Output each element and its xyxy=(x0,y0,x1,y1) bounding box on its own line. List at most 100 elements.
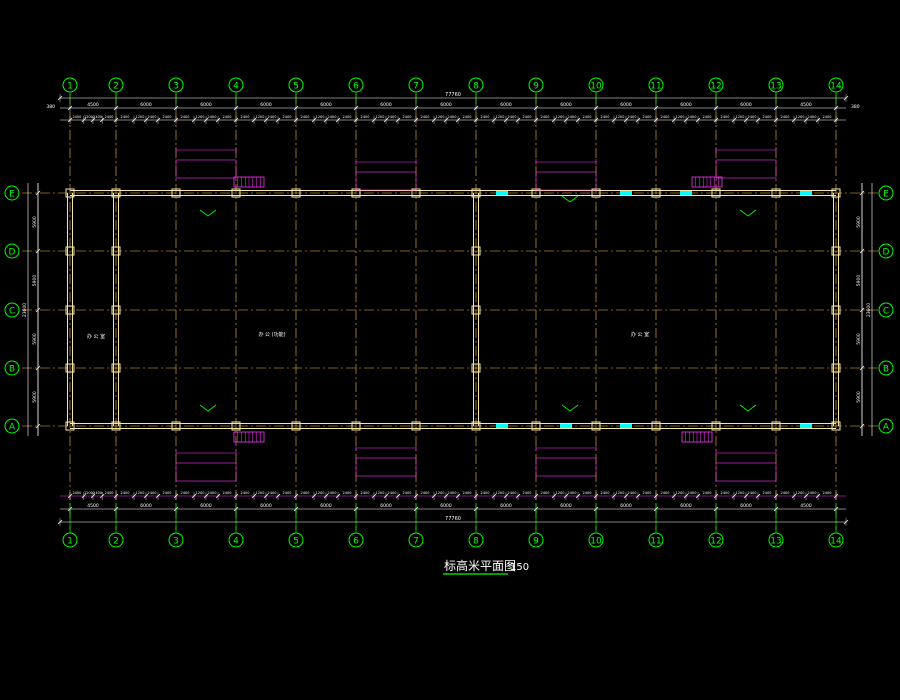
dim-sub-label: 1200 xyxy=(136,491,145,495)
dim-sub-label: 2400 xyxy=(448,491,457,495)
column xyxy=(831,421,841,431)
axis-bubble xyxy=(878,243,894,259)
dim-sub-label: 2400 xyxy=(643,491,652,495)
dim-sub-label: 2400 xyxy=(748,491,757,495)
dim-sub-label: 2400 xyxy=(343,115,352,119)
window-mark xyxy=(620,424,632,428)
dim-tick xyxy=(35,423,41,429)
dim-sub-label: 2400 xyxy=(448,115,457,119)
drawing-title: 标高米平面图 150 xyxy=(443,558,529,575)
dim-tick xyxy=(35,248,41,254)
dim-label: 6000 xyxy=(680,102,692,108)
column xyxy=(65,188,75,198)
dim-sub-label: 1200 xyxy=(736,115,745,119)
column xyxy=(291,188,301,198)
column xyxy=(531,421,541,431)
axis-bubble xyxy=(878,418,894,434)
dim-sub-label: 2400 xyxy=(601,491,610,495)
column xyxy=(651,421,661,431)
column xyxy=(65,305,75,315)
dim-edge-label: 380 xyxy=(46,104,55,110)
dim-side-label: 5900 xyxy=(32,216,38,228)
dim-sub-label: 1200 xyxy=(676,115,685,119)
column xyxy=(171,421,181,431)
column xyxy=(111,246,121,256)
dim-sub-label: 2400 xyxy=(523,491,532,495)
dim-sub-label: 2400 xyxy=(688,115,697,119)
axis-bubble-label: 14 xyxy=(830,82,842,92)
dim-sub-label: 2400 xyxy=(283,115,292,119)
axis-bubble-label: 12 xyxy=(710,82,721,92)
dim-sub-label: 2400 xyxy=(748,115,757,119)
dim-sub-label: 1200 xyxy=(616,491,625,495)
axis-bubble-label: A xyxy=(9,423,16,433)
dim-sub-label: 1200 xyxy=(256,115,265,119)
dim-edge-label: 380 xyxy=(851,104,860,110)
dim-sub-label: 2400 xyxy=(823,115,832,119)
dim-sub-label: 1200 xyxy=(736,491,745,495)
dim-sub-label: 2400 xyxy=(208,491,217,495)
title-scale: 150 xyxy=(510,562,529,573)
dim-label: 6000 xyxy=(380,503,392,509)
column xyxy=(651,188,661,198)
detail-box xyxy=(175,462,237,482)
axis-bubble-label: 14 xyxy=(830,537,842,547)
dim-label: 6000 xyxy=(200,102,212,108)
dim-sub-label: 2400 xyxy=(721,491,730,495)
dim-tick xyxy=(35,307,41,313)
dim-label: 4500 xyxy=(800,102,812,108)
dim-label: 6000 xyxy=(140,102,152,108)
axis-bubble-label: 13 xyxy=(770,537,781,547)
dim-sub-label: 2400 xyxy=(481,115,490,119)
axis-bubble xyxy=(4,418,20,434)
dim-sub-label: 2400 xyxy=(403,491,412,495)
dim-sub-label: 1200 xyxy=(676,491,685,495)
dim-sub-label: 1200 xyxy=(196,115,205,119)
axis-bubble xyxy=(4,360,20,376)
dim-side-label: 5900 xyxy=(856,275,862,287)
column xyxy=(291,421,301,431)
axis-bubble-label: 10 xyxy=(590,537,602,547)
dim-label: 6000 xyxy=(560,102,572,108)
dim-tick xyxy=(859,365,865,371)
axis-bubble xyxy=(878,185,894,201)
axis-bubble-label: C xyxy=(9,307,15,317)
column xyxy=(711,421,721,431)
dim-sub-label: 2400 xyxy=(661,115,670,119)
dim-sub-label: 2400 xyxy=(208,115,217,119)
dim-label: 6000 xyxy=(320,102,332,108)
dim-sub-label: 2400 xyxy=(163,491,172,495)
axis-bubble-label: 13 xyxy=(770,82,781,92)
column xyxy=(411,421,421,431)
slope-symbol xyxy=(739,209,757,217)
dim-sub-label: 2400 xyxy=(223,115,232,119)
dim-label: 6000 xyxy=(320,503,332,509)
dim-sub-label: 2400 xyxy=(148,491,157,495)
dim-sub-label: 2400 xyxy=(628,491,637,495)
axis-bubble-label: 11 xyxy=(650,82,661,92)
dim-sub-label: 2400 xyxy=(628,115,637,119)
axis-bubble-label: 6 xyxy=(353,537,359,547)
axis-bubble-label: 3 xyxy=(173,82,179,92)
dim-side-label: 5900 xyxy=(856,216,862,228)
column xyxy=(351,421,361,431)
axis-bubble-label: 2 xyxy=(113,82,119,92)
dim-sub-label: 2400 xyxy=(121,491,130,495)
dim-sub-label: 2400 xyxy=(301,115,310,119)
dim-sub-label: 2400 xyxy=(703,115,712,119)
dim-sub-label: 2400 xyxy=(241,115,250,119)
slope-symbol xyxy=(561,404,579,412)
dim-label: 6000 xyxy=(500,503,512,509)
dim-label: 4500 xyxy=(800,503,812,509)
dim-sub-label: 2400 xyxy=(568,115,577,119)
dim-label: 6000 xyxy=(440,503,452,509)
title-main: 标高米平面图 xyxy=(444,558,516,573)
dim-sub-label: 2400 xyxy=(223,491,232,495)
dim-sub-label: 2400 xyxy=(463,491,472,495)
building-walls xyxy=(65,188,841,431)
dim-sub-label: 1200 xyxy=(796,115,805,119)
dim-sub-label: 2400 xyxy=(105,115,114,119)
dim-tick xyxy=(859,190,865,196)
